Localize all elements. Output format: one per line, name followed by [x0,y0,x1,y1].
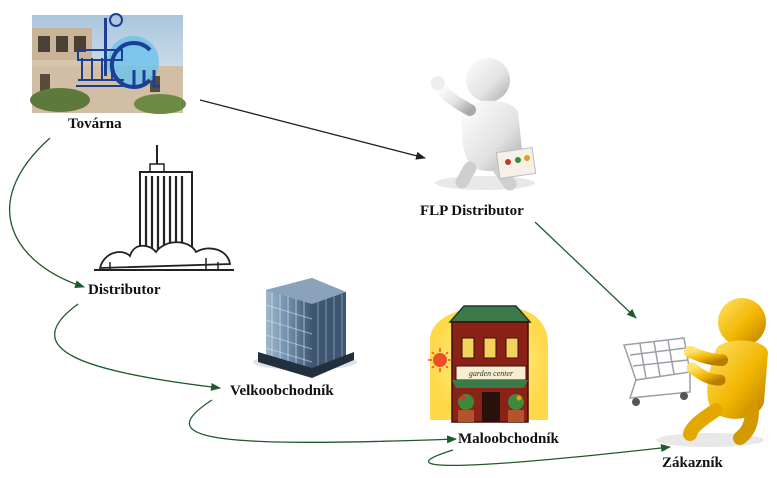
factory-logo-icon [30,13,186,114]
garden-center-sign-text: garden center [469,369,514,378]
arrow-distributor-to-velkoobchodnik [54,303,221,391]
arrow-tovarna-to-distributor [8,137,85,289]
node-label-maloobchodnik: Maloobchodník [458,431,560,447]
white-figure-icon [431,58,537,191]
node-label-flp-distributor: FLP Distributor [420,203,524,219]
arrow-velkoobchodnik-to-maloobchodnik [188,399,457,444]
gold-figure-cart-icon [622,298,768,447]
arrow-maloobchodnik-to-zakaznik [427,444,671,467]
arrow-tovarna-to-flp [199,99,426,160]
node-label-distributor: Distributor [88,282,161,298]
garden-center-shop-icon: garden center [428,305,548,423]
skyscraper-icon [94,145,234,271]
glass-building-icon [253,278,357,378]
node-label-velkoobchodnik: Velkoobchodník [230,383,334,399]
node-label-tovarna: Továrna [68,116,122,132]
node-label-zakaznik: Zákazník [662,455,724,471]
arrow-flp-to-zakaznik [534,221,637,319]
